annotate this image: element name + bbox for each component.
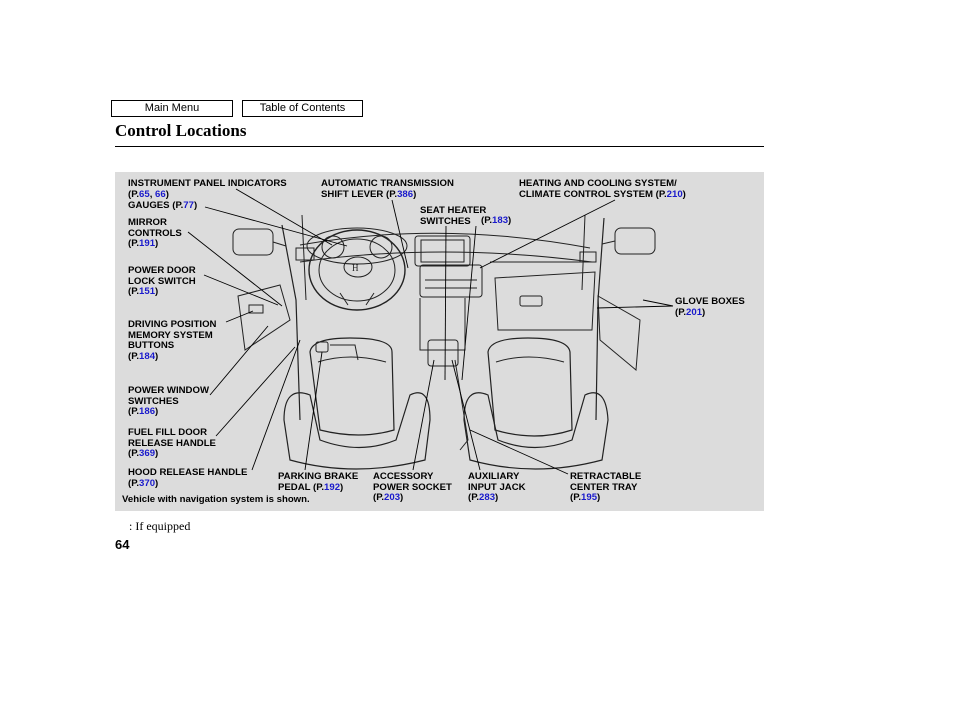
svg-text:H: H [352, 263, 359, 273]
page-link-369[interactable]: 369 [139, 448, 156, 459]
page-link-77[interactable]: 77 [183, 200, 194, 211]
page-title: Control Locations [115, 121, 247, 140]
page-link-186[interactable]: 186 [139, 406, 156, 417]
page-link-195[interactable]: 195 [581, 492, 598, 503]
label-hood-release-handle: HOOD RELEASE HANDLE(P.370) [128, 467, 248, 489]
label-auxiliary-input-jack: AUXILIARY INPUT JACK(P.283) [468, 471, 526, 503]
page-link-370[interactable]: 370 [139, 477, 156, 489]
left-mirror-shape [232, 228, 274, 256]
page-link-201[interactable]: 201 [686, 306, 703, 318]
page-link-151[interactable]: 151 [139, 286, 156, 297]
label-automatic-transmission: AUTOMATIC TRANSMISSION SHIFT LEVER (P.38… [321, 178, 454, 200]
page-link-65[interactable]: 65 [139, 188, 150, 200]
label-instrument-panel-indicators: INSTRUMENT PANEL INDICATORS(P.65, 66) [128, 178, 287, 200]
footnote-if-equipped: : If equipped [129, 519, 191, 533]
page-number: 64 [115, 537, 130, 552]
page-link-192[interactable]: 192 [324, 481, 341, 493]
label-gauges: GAUGES (P.77) [128, 200, 198, 211]
label-fuel-fill-door-release: FUEL FILL DOOR RELEASE HANDLE(P.369) [128, 427, 216, 459]
page-link-203[interactable]: 203 [384, 492, 401, 503]
page-link-183[interactable]: 183 [492, 215, 509, 226]
label-parking-brake-pedal: PARKING BRAKE PEDAL (P.192) [278, 471, 359, 493]
right-mirror-shape [614, 227, 656, 255]
page-link-184[interactable]: 184 [139, 350, 156, 362]
label-mirror-controls: MIRROR CONTROLS(P.191) [128, 217, 182, 249]
title-rule [115, 146, 764, 147]
label-driving-position-memory: DRIVING POSITION MEMORY SYSTEM BUTTONS(P… [128, 319, 217, 362]
table-of-contents-button[interactable]: Table of Contents [242, 100, 363, 117]
page-link-66[interactable]: 66 [155, 188, 166, 200]
page-link-191[interactable]: 191 [139, 238, 156, 249]
label-power-window-switches: POWER WINDOW SWITCHES(P.186) [128, 385, 210, 417]
label-accessory-power-socket: ACCESSORY POWER SOCKET(P.203) [373, 471, 452, 503]
label-seat-heater-ref: (P.183) [481, 215, 512, 226]
main-menu-button[interactable]: Main Menu [111, 100, 233, 117]
diagram-panel [115, 172, 764, 511]
label-heating-cooling: HEATING AND COOLING SYSTEM/ CLIMATE CONT… [519, 178, 686, 200]
page-link-283[interactable]: 283 [479, 492, 496, 503]
page-link-386[interactable]: 386 [397, 188, 414, 200]
label-seat-heater-switches: SEAT HEATER SWITCHES [420, 205, 487, 227]
label-retractable-center-tray: RETRACTABLE CENTER TRAY(P.195) [570, 471, 642, 503]
label-power-door-lock-switch: POWER DOOR LOCK SWITCH(P.151) [128, 265, 196, 297]
diagram-caption: Vehicle with navigation system is shown. [122, 494, 310, 505]
page-link-210[interactable]: 210 [666, 188, 683, 200]
label-glove-boxes: GLOVE BOXES(P.201) [675, 296, 745, 318]
